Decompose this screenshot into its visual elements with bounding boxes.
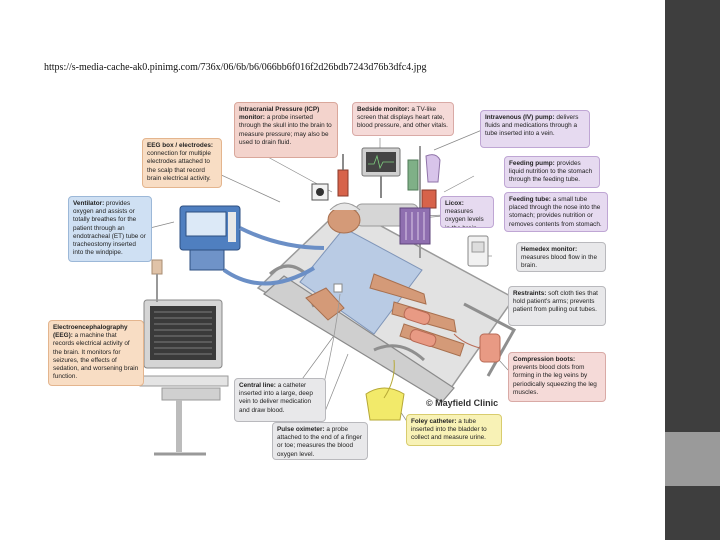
callout-pulse-oximeter: Pulse oximeter: a probe attached to the … xyxy=(272,422,368,460)
eeg-box xyxy=(311,183,329,201)
callout-eeg-box-title: EEG box / electrodes: xyxy=(147,142,214,149)
icu-illustration xyxy=(139,129,517,456)
callout-iv-title: Intravenous (IV) pump: xyxy=(485,114,555,121)
callout-feeding-tube-body: a small tube placed through the nose int… xyxy=(509,196,602,228)
callout-eeg-box: EEG box / electrodes: connection for mul… xyxy=(142,138,222,188)
callout-ventilator: Ventilator: provides oxygen and assists … xyxy=(68,196,152,262)
callout-licox-body: measures oxygen levels in the brain. xyxy=(445,208,484,227)
callout-eeg-title: Electroencephalography (EEG): xyxy=(53,324,128,340)
callout-compression-boots: Compression boots: prevents blood clots … xyxy=(508,352,606,402)
callout-icp-monitor: Intracranial Pressure (ICP) monitor: a p… xyxy=(234,102,338,158)
iv-pump-pole xyxy=(399,146,441,258)
callout-restraints: Restraints: soft cloth ties that hold pa… xyxy=(508,286,606,326)
callout-hemedex: Hemedex monitor: measures blood flow in … xyxy=(516,242,606,272)
callout-restraints-body: soft cloth ties that hold patient's arms… xyxy=(513,290,598,314)
callout-iv-body: delivers fluids and medications through … xyxy=(485,114,579,138)
callout-icp-body: a probe inserted through the skull into … xyxy=(239,114,332,146)
callout-eeg: Electroencephalography (EEG): a machine … xyxy=(48,320,144,386)
callout-central-line-title: Central line: xyxy=(239,382,276,389)
callout-eeg-box-body: connection for multiple electrodes attac… xyxy=(147,150,211,182)
image-url-text: https://s-media-cache-ak0.pinimg.com/736… xyxy=(44,62,427,73)
callout-pulse-ox-body: a probe attached to the end of a finger … xyxy=(277,426,362,458)
callout-compression-title: Compression boots: xyxy=(513,356,576,363)
patient xyxy=(299,202,465,357)
callout-iv-pump: Intravenous (IV) pump: delivers fluids a… xyxy=(480,110,590,148)
callout-central-line: Central line: a catheter inserted into a… xyxy=(234,378,326,422)
callout-feeding-tube: Feeding tube: a small tube placed throug… xyxy=(504,192,608,232)
callout-compression-body: prevents blood clots from forming in the… xyxy=(513,364,597,396)
callout-foley-catheter: Foley catheter: a tube inserted into the… xyxy=(406,414,502,446)
callout-feeding-pump-body: provides liquid nutrition to the stomach… xyxy=(509,160,593,184)
eeg-computer xyxy=(139,259,229,456)
callout-licox-title: Licox: xyxy=(445,200,464,207)
callout-feeding-pump: Feeding pump: provides liquid nutrition … xyxy=(504,156,600,188)
callout-foley-title: Foley catheter: xyxy=(411,418,457,425)
callout-ventilator-title: Ventilator: xyxy=(73,200,105,207)
callout-feeding-tube-title: Feeding tube: xyxy=(509,196,551,203)
callout-feeding-pump-title: Feeding pump: xyxy=(509,160,555,167)
foley-bag xyxy=(365,359,405,421)
callout-hemedex-body: measures blood flow in the brain. xyxy=(521,254,598,270)
callout-licox: Licox: measures oxygen levels in the bra… xyxy=(440,196,494,228)
copyright-label: © Mayfield Clinic xyxy=(426,398,499,408)
callout-icp-title: Intracranial Pressure (ICP) monitor: xyxy=(239,106,320,122)
callout-hemedex-title: Hemedex monitor: xyxy=(521,246,578,253)
callout-bedside-title: Bedside monitor: xyxy=(357,106,410,113)
callout-restraints-title: Restraints: xyxy=(513,290,547,297)
callout-bedside-monitor: Bedside monitor: a TV-like screen that d… xyxy=(352,102,454,136)
hemedex-device xyxy=(467,235,489,267)
callout-eeg-body: a machine that records electrical activi… xyxy=(53,332,139,381)
callout-ventilator-body: provides oxygen and assists or totally b… xyxy=(73,200,146,257)
slide-sidebar-accent xyxy=(665,432,720,486)
icp-monitor-device xyxy=(337,154,349,197)
callout-bedside-body: a TV-like screen that displays heart rat… xyxy=(357,106,448,130)
bedside-monitor-device xyxy=(361,147,401,198)
callout-pulse-ox-title: Pulse oximeter: xyxy=(277,426,325,433)
compression-pump xyxy=(453,333,501,363)
icu-equipment-figure: Intracranial Pressure (ICP) monitor: a p… xyxy=(44,98,612,460)
ventilator-machine xyxy=(179,205,325,286)
callout-foley-body: a tube inserted into the bladder to coll… xyxy=(411,418,487,442)
callout-central-line-body: a catheter inserted into a large, deep v… xyxy=(239,382,313,414)
